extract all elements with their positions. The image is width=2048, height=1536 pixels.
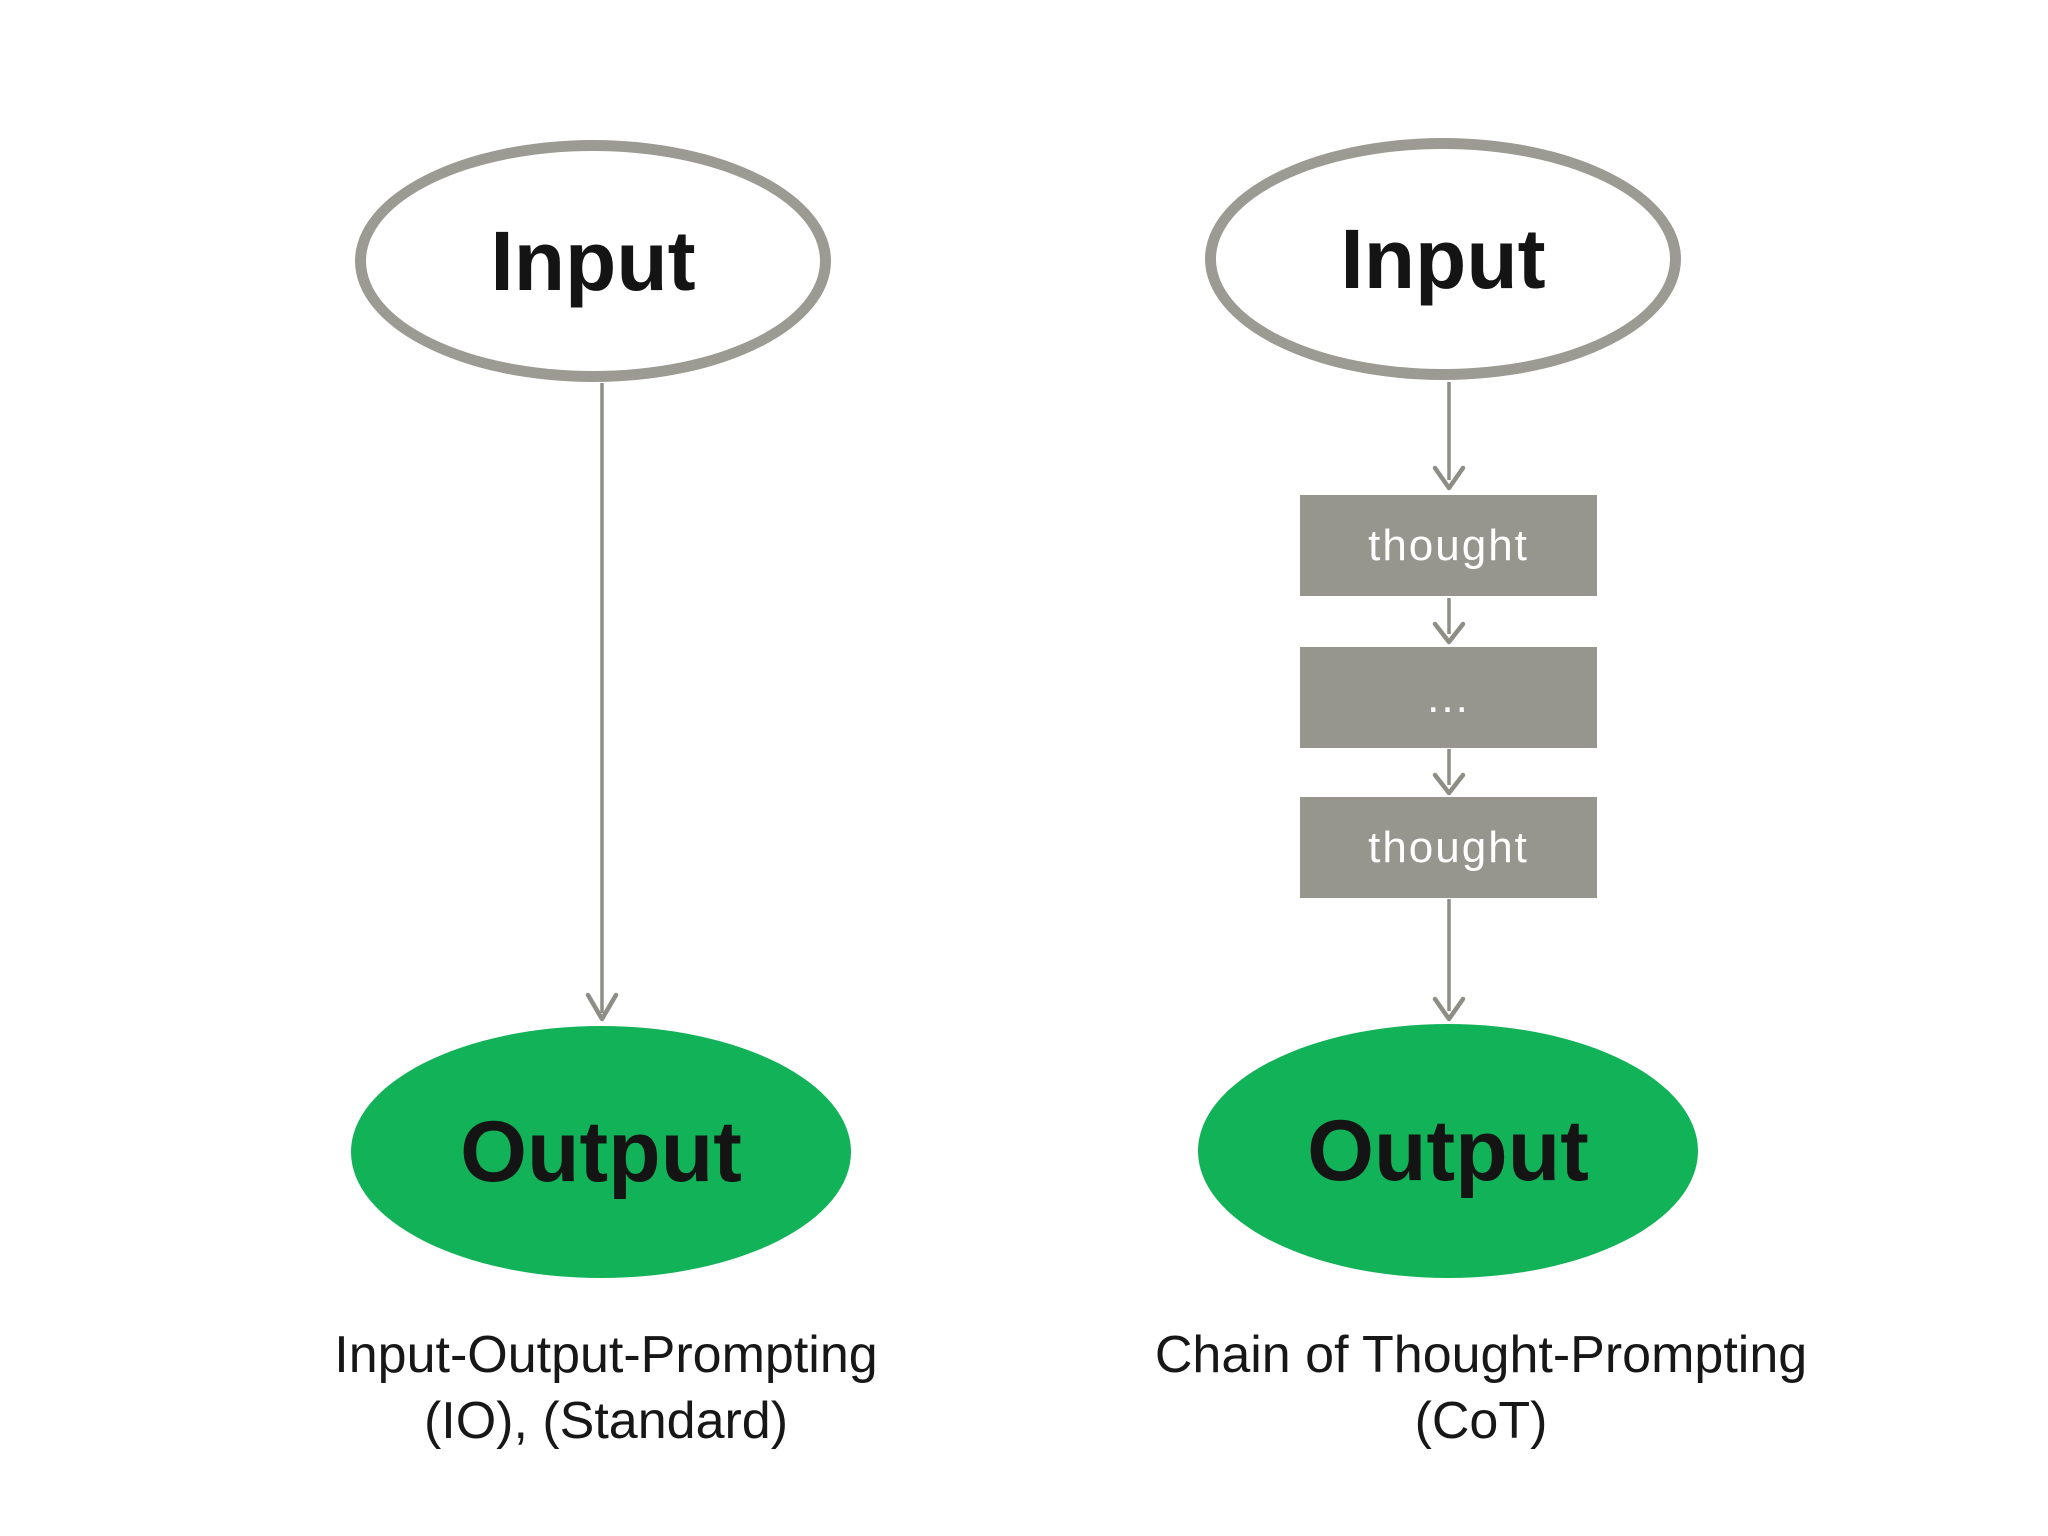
io-caption: Input-Output-Prompting (IO), (Standard) [256, 1322, 956, 1454]
io-caption-line2: (IO), (Standard) [423, 1392, 789, 1450]
cot-input-node: Input [1205, 138, 1681, 380]
cot-arrow-thought2-to-output-icon [1427, 899, 1471, 1025]
cot-caption-line1: Chain of Thought-Prompting [1154, 1326, 1808, 1384]
cot-input-label: Input [1340, 211, 1546, 306]
cot-thought-box-2: thought [1300, 797, 1597, 898]
io-arrow-input-to-output-icon [580, 383, 624, 1028]
io-input-node: Input [355, 140, 831, 382]
io-output-label: Output [460, 1103, 742, 1200]
cot-ellipsis-box: ... [1300, 647, 1597, 748]
cot-output-label: Output [1307, 1102, 1589, 1199]
cot-thought-box-1-label: thought [1368, 520, 1529, 570]
cot-arrow-input-to-thought1-icon [1427, 382, 1471, 494]
cot-output-node: Output [1198, 1024, 1698, 1278]
cot-caption-line2: (CoT) [1414, 1392, 1548, 1450]
cot-arrow-ellipsis-to-thought2-icon [1427, 749, 1471, 797]
cot-ellipsis-box-label: ... [1427, 672, 1470, 722]
io-caption-line1: Input-Output-Prompting [334, 1326, 878, 1384]
cot-caption: Chain of Thought-Prompting (CoT) [1131, 1322, 1831, 1454]
cot-thought-box-2-label: thought [1368, 822, 1529, 872]
io-input-label: Input [490, 213, 696, 308]
cot-thought-box-1: thought [1300, 495, 1597, 596]
cot-arrow-thought1-to-ellipsis-icon [1427, 598, 1471, 646]
io-output-node: Output [351, 1026, 851, 1278]
